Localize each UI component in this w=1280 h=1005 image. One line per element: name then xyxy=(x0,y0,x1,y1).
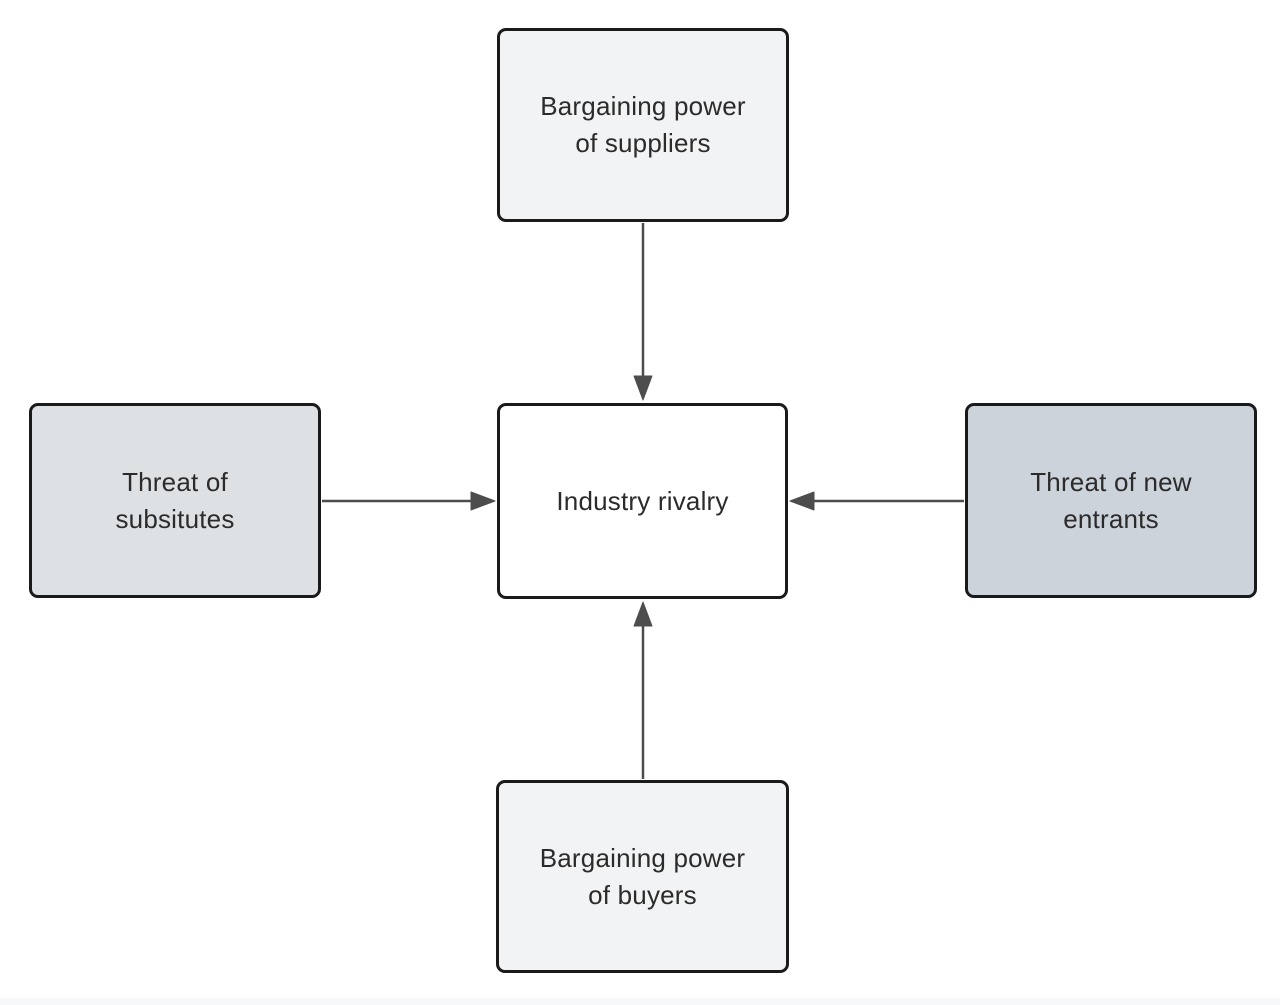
node-bargaining-power-of-suppliers: Bargaining power of suppliers xyxy=(497,28,789,222)
node-threat-of-new-entrants: Threat of new entrants xyxy=(965,403,1257,598)
node-label: Bargaining power of suppliers xyxy=(540,91,746,158)
arrow-buyers-to-rivalry xyxy=(633,601,653,779)
node-industry-rivalry: Industry rivalry xyxy=(497,403,788,599)
arrow-suppliers-to-rivalry xyxy=(633,223,653,401)
node-label: Industry rivalry xyxy=(556,485,729,516)
node-threat-of-substitutes: Threat of subsitutes xyxy=(29,403,321,598)
arrow-substitutes-to-rivalry xyxy=(322,491,496,511)
arrow-entrants-to-rivalry xyxy=(789,491,964,511)
node-label: Threat of new entrants xyxy=(1030,466,1192,534)
node-bargaining-power-of-buyers: Bargaining power of buyers xyxy=(496,780,789,973)
node-label: Bargaining power of buyers xyxy=(539,842,746,910)
node-label: Threat of subsitutes xyxy=(115,466,235,534)
bottom-edge-strip xyxy=(0,998,1280,1005)
